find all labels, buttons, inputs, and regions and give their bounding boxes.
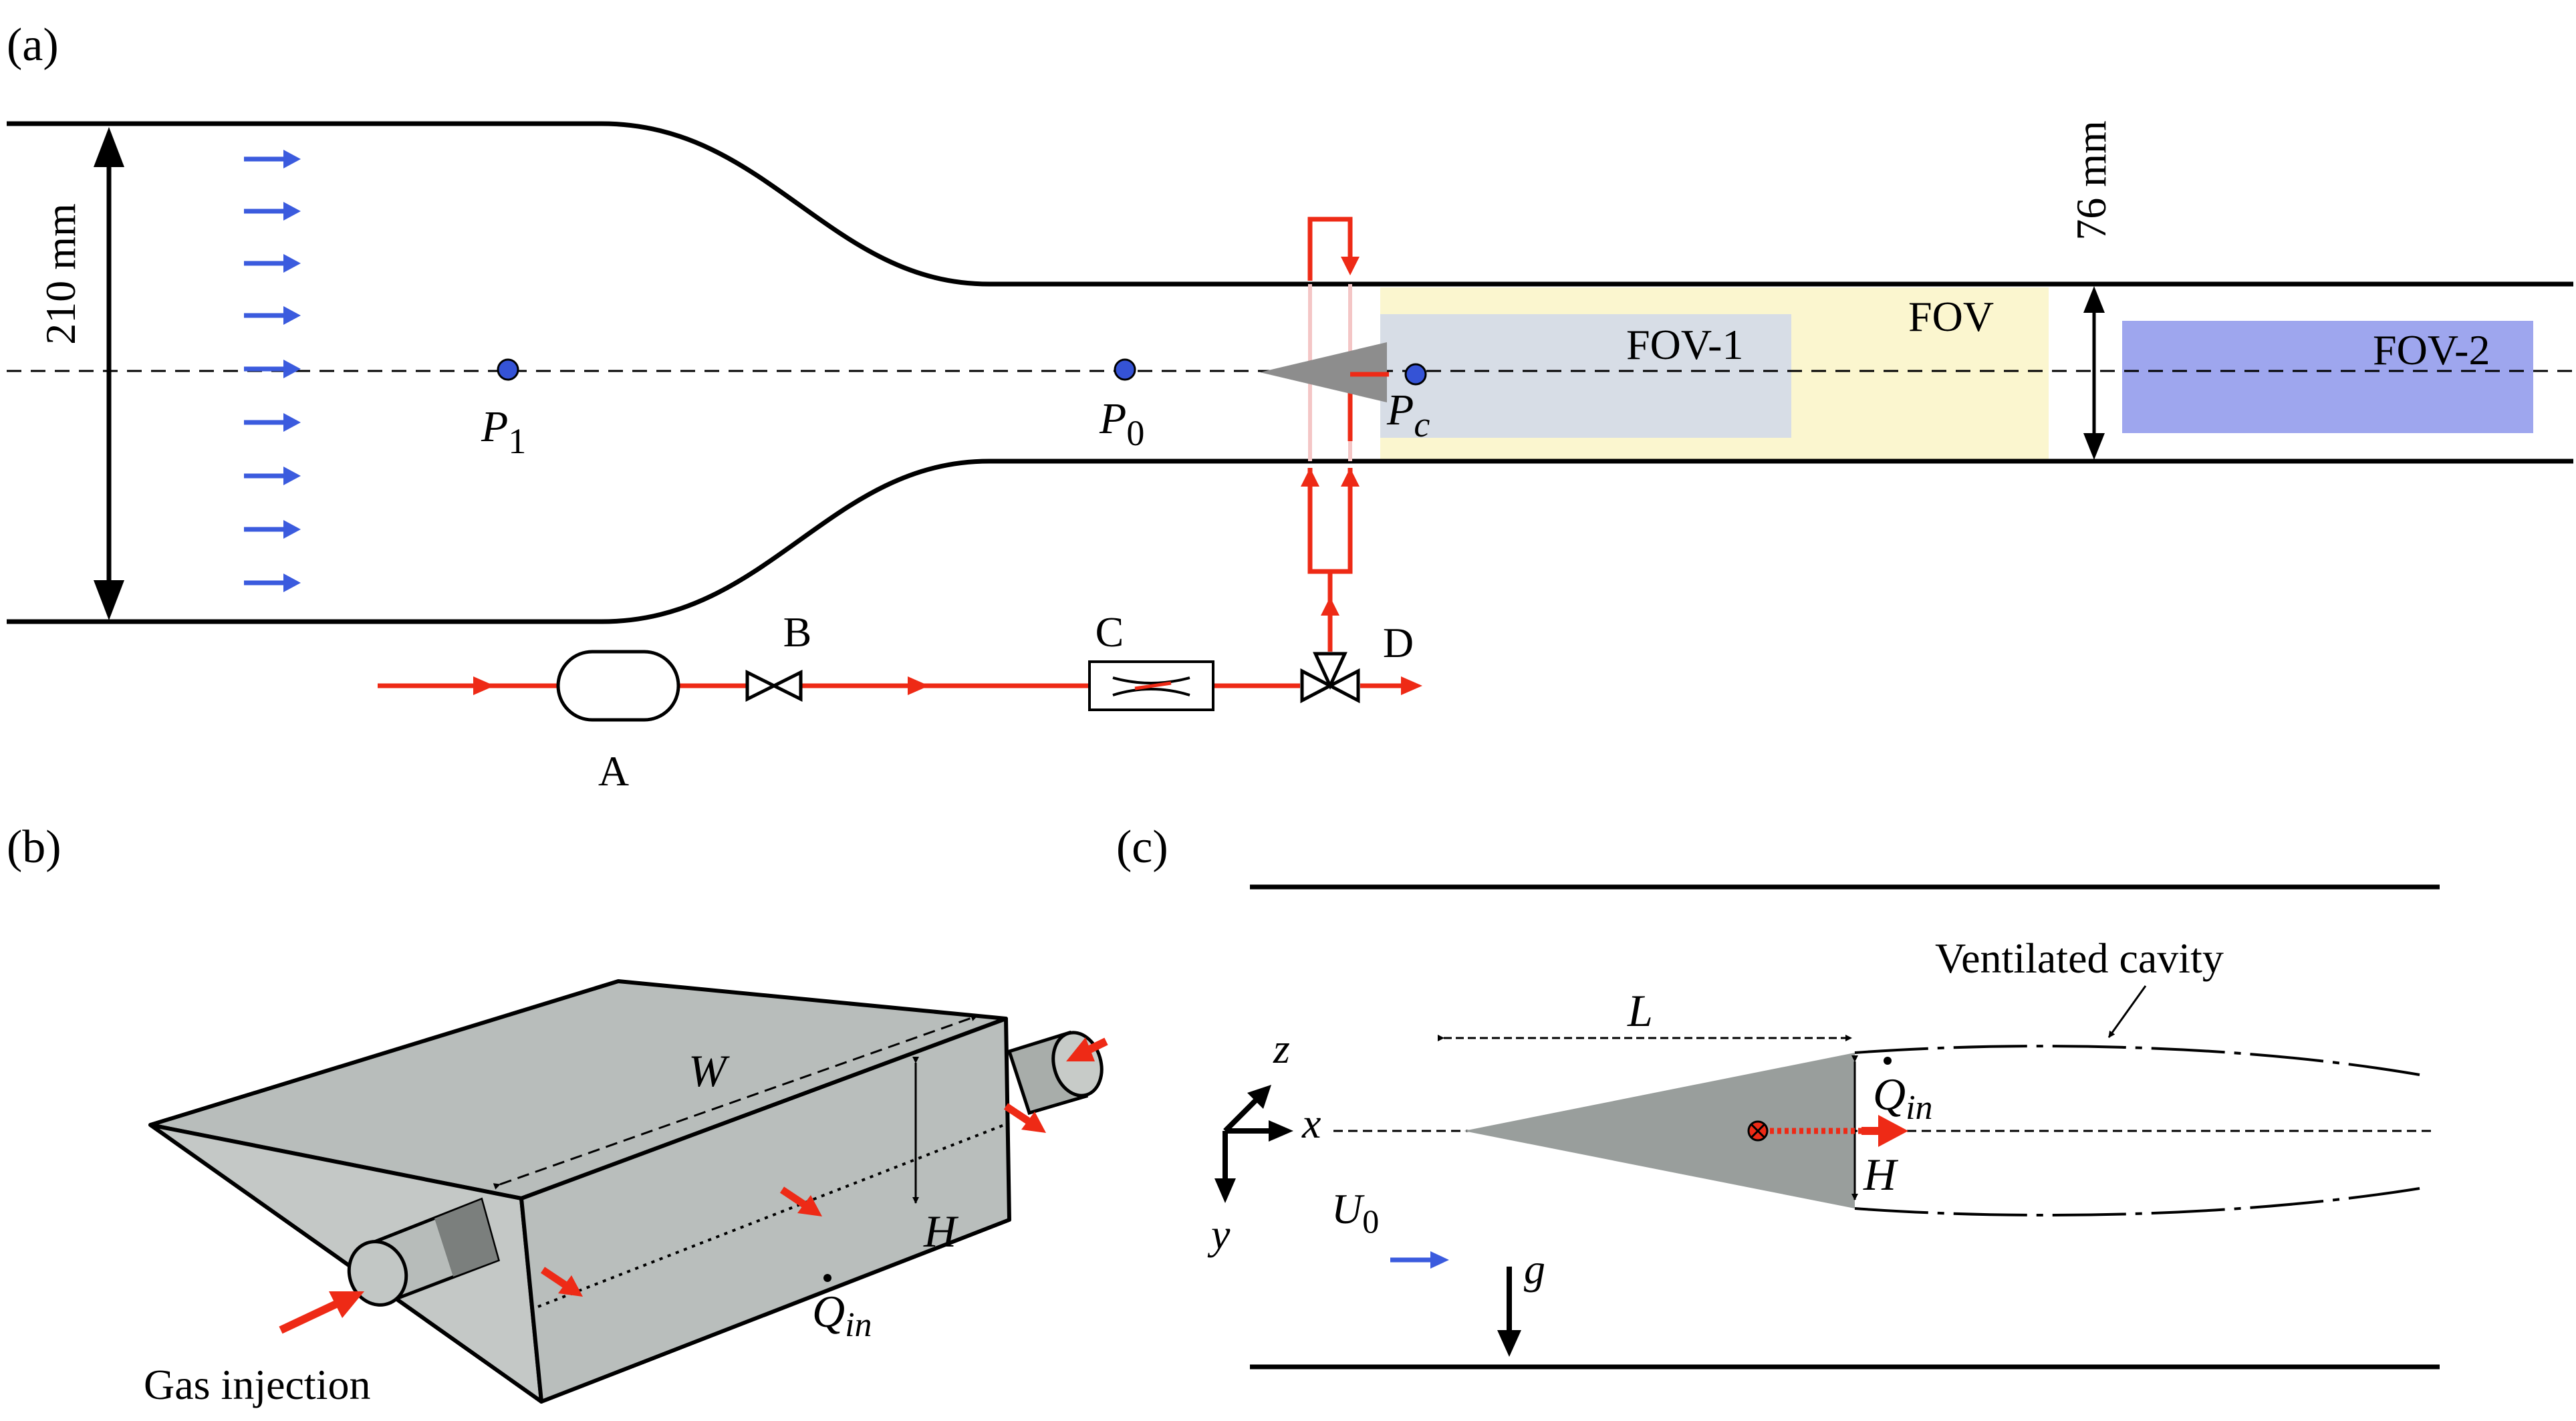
axis-z-label: z bbox=[1273, 1025, 1290, 1072]
inlet-height-label: 210 mm bbox=[37, 203, 84, 345]
coordinate-axes bbox=[1214, 1085, 1293, 1203]
q-dot-c bbox=[1884, 1057, 1892, 1065]
u0-label: U0 bbox=[1331, 1185, 1379, 1240]
fov1-label: FOV-1 bbox=[1626, 321, 1743, 368]
inflow-arrow bbox=[244, 573, 301, 592]
axis-y-label: y bbox=[1207, 1210, 1231, 1258]
component-b-valve bbox=[745, 669, 803, 702]
q-in-label-b: Qin bbox=[812, 1286, 872, 1344]
component-d-threeway-valve bbox=[1300, 652, 1360, 704]
gas-loop-arrowheads bbox=[1301, 257, 1360, 616]
axis-x-label: x bbox=[1301, 1100, 1321, 1147]
p0-label: P0 bbox=[1099, 394, 1144, 453]
inlet-dim-arrow-bottom bbox=[94, 580, 124, 620]
component-b-label: B bbox=[783, 608, 812, 656]
gas-injection-arrow bbox=[279, 1291, 364, 1334]
ts-dim-arrow-top bbox=[2083, 286, 2105, 313]
q-dot-b bbox=[823, 1274, 831, 1282]
inflow-arrow bbox=[244, 467, 301, 485]
ventilated-cavity-outline-lower bbox=[1854, 1187, 2420, 1216]
fov-label: FOV bbox=[1908, 293, 1994, 340]
fov1-region bbox=[1380, 314, 1791, 438]
test-section-height-label: 76 mm bbox=[2067, 120, 2115, 241]
l-label: L bbox=[1627, 985, 1653, 1036]
pressure-tap-p0 bbox=[1114, 358, 1136, 381]
wedge-model bbox=[1260, 342, 1387, 402]
gravity-label: g bbox=[1524, 1245, 1545, 1293]
fov2-region bbox=[2122, 321, 2533, 433]
pressure-tap-pc bbox=[1404, 363, 1427, 386]
gas-line-arrow-mid bbox=[908, 676, 929, 695]
p1-label: P1 bbox=[481, 402, 526, 461]
component-c-label: C bbox=[1096, 608, 1124, 656]
left-injector-tube bbox=[347, 1197, 501, 1307]
panel-b: (b) W H Qin bbox=[7, 821, 1108, 1408]
component-d-label: D bbox=[1383, 619, 1414, 666]
gas-line-arrow-inlet bbox=[473, 676, 495, 695]
ventilated-cavity-outline bbox=[1854, 1045, 2420, 1076]
panel-c: (c) Ventilated cavity L H Qin bbox=[1116, 821, 2440, 1370]
inlet-dim-arrow-top bbox=[94, 127, 124, 167]
inflow-arrow bbox=[244, 254, 301, 273]
component-c-flowmeter bbox=[1088, 660, 1214, 711]
outflow-arrow bbox=[1003, 1103, 1046, 1133]
inflow-arrow bbox=[244, 520, 301, 539]
component-a-tank bbox=[556, 650, 680, 722]
gas-line-arrow-outlet bbox=[1401, 676, 1422, 695]
gas-arrows-b bbox=[279, 1037, 1108, 1334]
inflow-arrow bbox=[244, 150, 301, 168]
h-label-b: H bbox=[923, 1206, 959, 1257]
inflow-arrows bbox=[244, 150, 301, 592]
pressure-tap-p1 bbox=[497, 358, 519, 381]
panel-b-tag: (b) bbox=[7, 821, 61, 873]
injection-centerline-b bbox=[537, 1122, 1010, 1308]
gas-injection-label: Gas injection bbox=[144, 1361, 370, 1408]
component-a-label: A bbox=[598, 747, 629, 795]
tunnel-lower-wall bbox=[7, 459, 2573, 624]
right-injector-tube bbox=[1007, 1030, 1104, 1116]
outflow-arrow bbox=[779, 1186, 822, 1216]
injection-arrowhead bbox=[1878, 1115, 1908, 1147]
gas-injection-arrow-right bbox=[1066, 1037, 1108, 1061]
fov2-label: FOV-2 bbox=[2373, 326, 2490, 374]
ventilated-cavity-label: Ventilated cavity bbox=[1935, 934, 2224, 982]
w-label: W bbox=[688, 1045, 730, 1096]
outflow-arrow bbox=[540, 1267, 583, 1297]
w-dimension bbox=[493, 1015, 978, 1190]
q-in-label-c: Qin bbox=[1873, 1069, 1933, 1127]
panel-c-tag: (c) bbox=[1116, 821, 1168, 873]
panel-a: (a) 210 mm 76 mm bbox=[7, 19, 2573, 795]
inflow-arrow bbox=[244, 306, 301, 325]
tunnel-upper-wall bbox=[7, 121, 2573, 287]
h-label-c: H bbox=[1863, 1149, 1899, 1200]
ts-dim-arrow-bottom bbox=[2083, 433, 2105, 460]
panel-a-tag: (a) bbox=[7, 19, 59, 71]
inflow-arrow bbox=[244, 360, 301, 378]
inflow-arrow bbox=[244, 413, 301, 432]
inflow-arrow bbox=[244, 202, 301, 221]
cavity-leader-line bbox=[2107, 985, 2147, 1038]
pc-label: Pc bbox=[1386, 386, 1430, 444]
wedge-side-view bbox=[1464, 1053, 1855, 1208]
